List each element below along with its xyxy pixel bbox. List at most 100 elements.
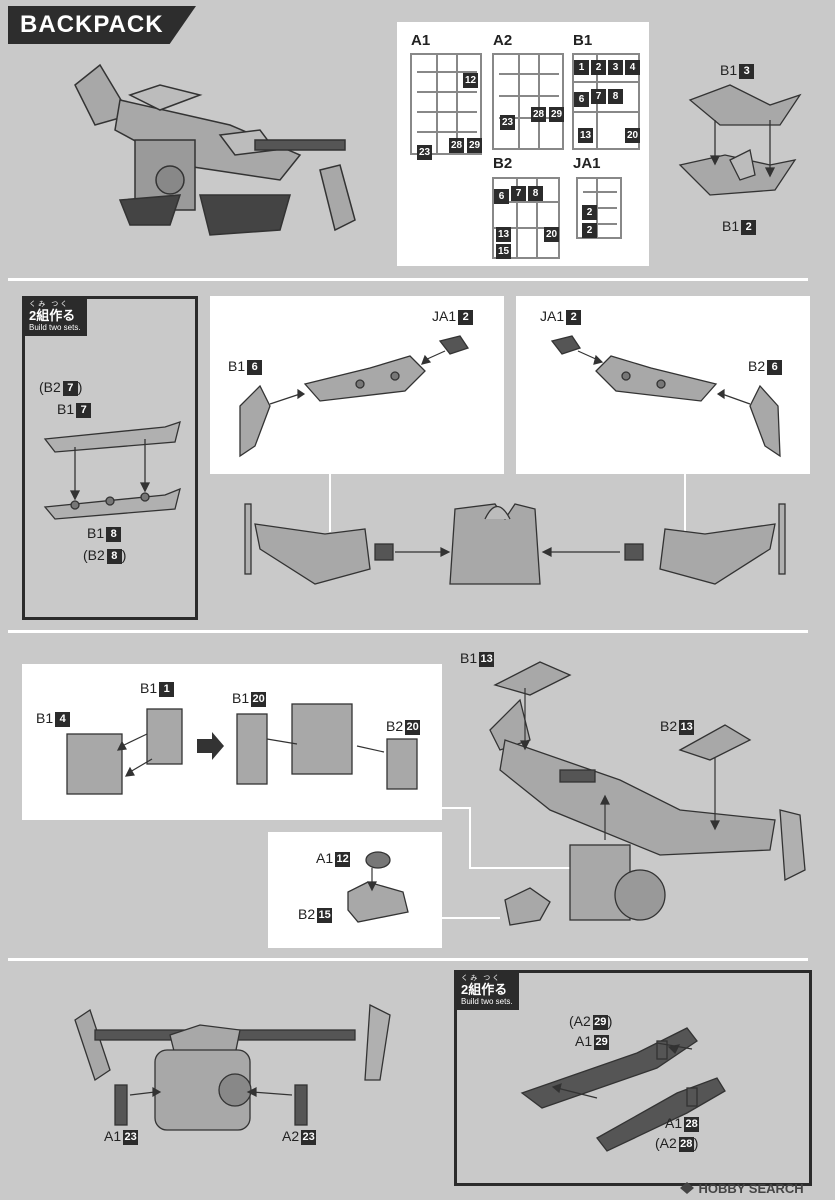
runner-part-a2-29: 29 xyxy=(549,107,564,122)
runner-part-ja1-2a: 2 xyxy=(582,205,597,220)
runner-part-a1-23: 23 xyxy=(417,145,432,160)
runner-part-b2-8: 8 xyxy=(528,186,543,201)
build-two-furigana-2: くみ つく xyxy=(461,975,502,982)
step4-b1-13-sprue: B1 xyxy=(460,650,478,666)
step4-b1-1-part: 1 xyxy=(159,682,175,697)
step5-a2-28-close: ) xyxy=(693,1135,699,1151)
build-two-jp: 2組作る xyxy=(29,308,76,323)
step4-b1-4-sprue: B1 xyxy=(36,710,54,726)
build-two-en-2: Build two sets. xyxy=(461,997,513,1006)
step2-b2-close: ) xyxy=(77,379,83,395)
step3-left-diagram xyxy=(239,335,470,458)
step3-ja1-part-right: 2 xyxy=(566,310,582,325)
build-two-header: くみ つく 2組作る Build two sets. xyxy=(25,299,87,336)
step5-a2-23-sprue: A2 xyxy=(282,1128,300,1144)
runner-part-b1-1: 1 xyxy=(574,60,589,75)
step2-part-7: 7 xyxy=(62,381,78,396)
runner-part-b2-15: 15 xyxy=(496,244,511,259)
runner-part-b2-6: 6 xyxy=(494,189,509,204)
sprue-label-a1: A1 xyxy=(411,32,431,49)
step5-a1-29-sprue: A1 xyxy=(575,1033,593,1049)
step1-sprue-b1-bottom: B1 xyxy=(722,218,740,234)
step5-a1-28-sprue: A1 xyxy=(665,1115,683,1131)
step4-a1-12-sprue: A1 xyxy=(316,850,334,866)
build-two-en: Build two sets. xyxy=(29,323,81,332)
step1-part-2: 2 xyxy=(741,220,757,235)
runner-part-a2-28: 28 xyxy=(531,107,546,122)
step4-b1-20-part: 20 xyxy=(251,692,267,707)
runner-part-ja1-2b: 2 xyxy=(582,223,597,238)
step5-a2-29-open: (A2 xyxy=(569,1013,591,1029)
sprue-label-b2: B2 xyxy=(493,155,513,172)
step5-a1-28-part: 28 xyxy=(684,1117,700,1132)
step3-assembly-diagram xyxy=(244,474,786,585)
sprue-label-a2: A2 xyxy=(493,32,513,49)
build-two-jp-2: 2組作る xyxy=(461,982,508,997)
divider-1 xyxy=(8,278,808,281)
step4-b1-4-part: 4 xyxy=(55,712,71,727)
step1-exploded-diagram xyxy=(678,84,802,196)
step3-ja1-right: JA1 xyxy=(540,308,565,324)
step4-b2-13-sprue: B2 xyxy=(660,718,678,734)
step2-b1: B1 xyxy=(57,401,75,417)
step5-a2-28-part: 28 xyxy=(678,1137,694,1152)
step5-a2-29-close: ) xyxy=(607,1013,613,1029)
watermark-logo-icon xyxy=(680,1182,694,1194)
sprue-label-ja1: JA1 xyxy=(573,155,601,172)
step5-a1-29-part: 29 xyxy=(594,1035,610,1050)
step4-b1-13-part: 13 xyxy=(479,652,495,667)
step5-a2-23-part: 23 xyxy=(301,1130,317,1145)
runner-part-b2-7: 7 xyxy=(511,186,526,201)
step2-part-8b: 8 xyxy=(106,549,122,564)
runner-part-a1-12: 12 xyxy=(463,73,478,88)
step5-a2-28-open: (A2 xyxy=(655,1135,677,1151)
runner-part-b1-4: 4 xyxy=(625,60,640,75)
step3-right-diagram xyxy=(550,335,781,458)
runner-part-a1-28: 28 xyxy=(449,138,464,153)
step4-b2-15-sprue: B2 xyxy=(298,906,316,922)
runner-panel: A1 A2 B1 B2 JA1 12 23 28 29 23 28 29 1 2… xyxy=(397,22,649,266)
step1-part-3: 3 xyxy=(739,64,755,79)
step2-b2-open: (B2 xyxy=(39,379,61,395)
step4-b2-13-part: 13 xyxy=(679,720,695,735)
step2-part-8: 8 xyxy=(106,527,122,542)
backpack-completed-illustration xyxy=(74,63,356,236)
step5-gun-diagram xyxy=(520,1027,726,1152)
step5-a1-23-part: 23 xyxy=(123,1130,139,1145)
runner-part-b1-6: 6 xyxy=(574,92,589,107)
step5-backpack-diagram xyxy=(74,1003,391,1131)
step3-b2: B2 xyxy=(748,358,766,374)
step4-sub-diagram xyxy=(66,703,418,795)
step5-a1-23-sprue: A1 xyxy=(104,1128,122,1144)
step2-b2-bottom-close: ) xyxy=(121,547,127,563)
runner-part-b1-2: 2 xyxy=(591,60,606,75)
sprue-diagrams xyxy=(410,53,640,259)
runner-part-b1-3: 3 xyxy=(608,60,623,75)
step4-b1-1-sprue: B1 xyxy=(140,680,158,696)
build-two-header-2: くみ つく 2組作る Build two sets. xyxy=(457,973,519,1010)
step4-b2-20-sprue: B2 xyxy=(386,718,404,734)
step3-ja1-left: JA1 xyxy=(432,308,457,324)
section-title-banner: BACKPACK xyxy=(8,6,196,44)
runner-part-b2-13: 13 xyxy=(496,227,511,242)
step4-small-diagram xyxy=(347,851,409,923)
step5-a2-29-part: 29 xyxy=(592,1015,608,1030)
